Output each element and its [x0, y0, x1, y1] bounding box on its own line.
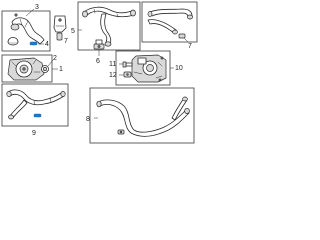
callout-10: 10 — [175, 65, 183, 72]
bracket-part-7 — [53, 15, 67, 41]
radiator-hose-part-5 — [82, 6, 136, 47]
radiator-hose-box-5 — [77, 1, 141, 51]
lower-hose-part-9 — [6, 89, 66, 120]
callout-9: 9 — [32, 130, 36, 137]
lower-hose-box-9 — [1, 83, 69, 127]
clip-part-4 — [29, 41, 38, 46]
hose-group-box-3 — [1, 10, 51, 52]
callout-7: 7 — [64, 38, 68, 45]
water-pump-assembly — [7, 57, 45, 81]
bolt-part-11 — [122, 61, 133, 68]
callout-12: 12 — [109, 72, 117, 79]
callout-7-right: 7 — [188, 43, 192, 50]
bypass-hose-part-8 — [96, 96, 190, 137]
callout-4: 4 — [45, 41, 49, 48]
callout-11: 11 — [109, 61, 116, 68]
heater-hose-assembly — [147, 8, 193, 39]
heater-hose-box — [141, 1, 198, 43]
callout-6: 6 — [96, 58, 100, 65]
callout-5: 5 — [71, 28, 75, 35]
callout-1: 1 — [59, 66, 63, 73]
thermostat-housing-part-10 — [131, 54, 167, 83]
callout-2: 2 — [53, 55, 57, 62]
fitting-part-6 — [93, 39, 105, 50]
leader-3 — [25, 8, 35, 17]
upper-hose-assembly — [7, 13, 45, 46]
callout-3: 3 — [35, 4, 39, 11]
leader-7-right — [183, 37, 189, 43]
clip-part-lower-hl — [33, 113, 42, 118]
sensor-part-12 — [123, 71, 132, 78]
callout-8: 8 — [86, 116, 90, 123]
leader-2 — [47, 59, 54, 67]
parts-diagram: 3 4 2 1 7 5 — [1, 1, 198, 144]
gasket-part-2 — [41, 65, 49, 73]
bypass-hose-box-8 — [89, 87, 195, 144]
water-pump-box — [1, 54, 53, 83]
